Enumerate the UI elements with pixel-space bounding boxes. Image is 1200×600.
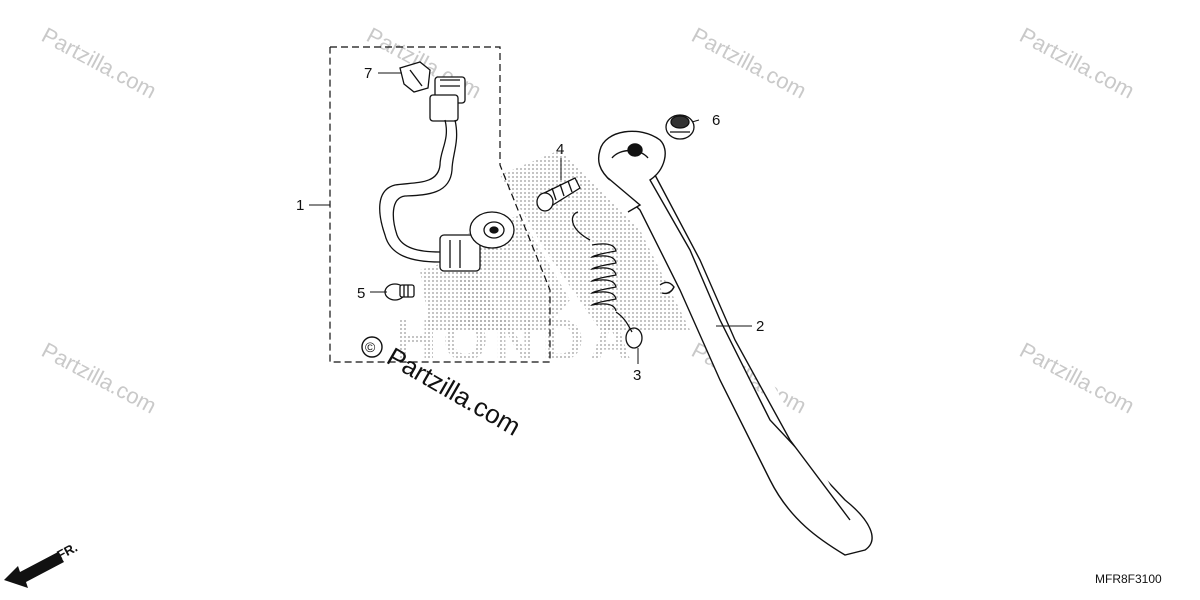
watermark-top-left: Partzilla.com: [38, 22, 161, 103]
watermark-top-right: Partzilla.com: [1016, 22, 1139, 103]
watermark-top-center-left: Partzilla.com: [363, 22, 486, 103]
watermark-bottom-left: Partzilla.com: [38, 337, 161, 418]
stand-spring: [571, 211, 643, 349]
copyright-symbol: ©: [365, 339, 376, 355]
assembly-box-1: [329, 46, 551, 363]
side-stand: [597, 130, 873, 556]
callout-3: 3: [633, 367, 641, 384]
callout-2: 2: [756, 318, 764, 335]
callout-6: 6: [712, 112, 720, 129]
front-direction-indicator: FR.: [4, 540, 80, 588]
watermark-bottom-right: Partzilla.com: [1016, 337, 1139, 418]
callouts: 1 2 3 4 5 6 7: [296, 65, 764, 384]
harness-clip: [399, 61, 431, 93]
callout-5: 5: [357, 285, 365, 302]
callout-4: 4: [556, 141, 564, 158]
side-stand-switch: [379, 76, 515, 272]
front-arrow-icon: [4, 552, 64, 588]
leader-lines: [309, 72, 752, 364]
pivot-bolt: [536, 177, 581, 212]
callout-7: 7: [364, 65, 372, 82]
switch-bolt: [384, 283, 415, 301]
stand-rubber: [665, 114, 695, 140]
diagram-code: MFR8F3100: [1095, 572, 1162, 586]
callout-1: 1: [296, 197, 304, 214]
watermark-top-center-right: Partzilla.com: [688, 22, 811, 103]
